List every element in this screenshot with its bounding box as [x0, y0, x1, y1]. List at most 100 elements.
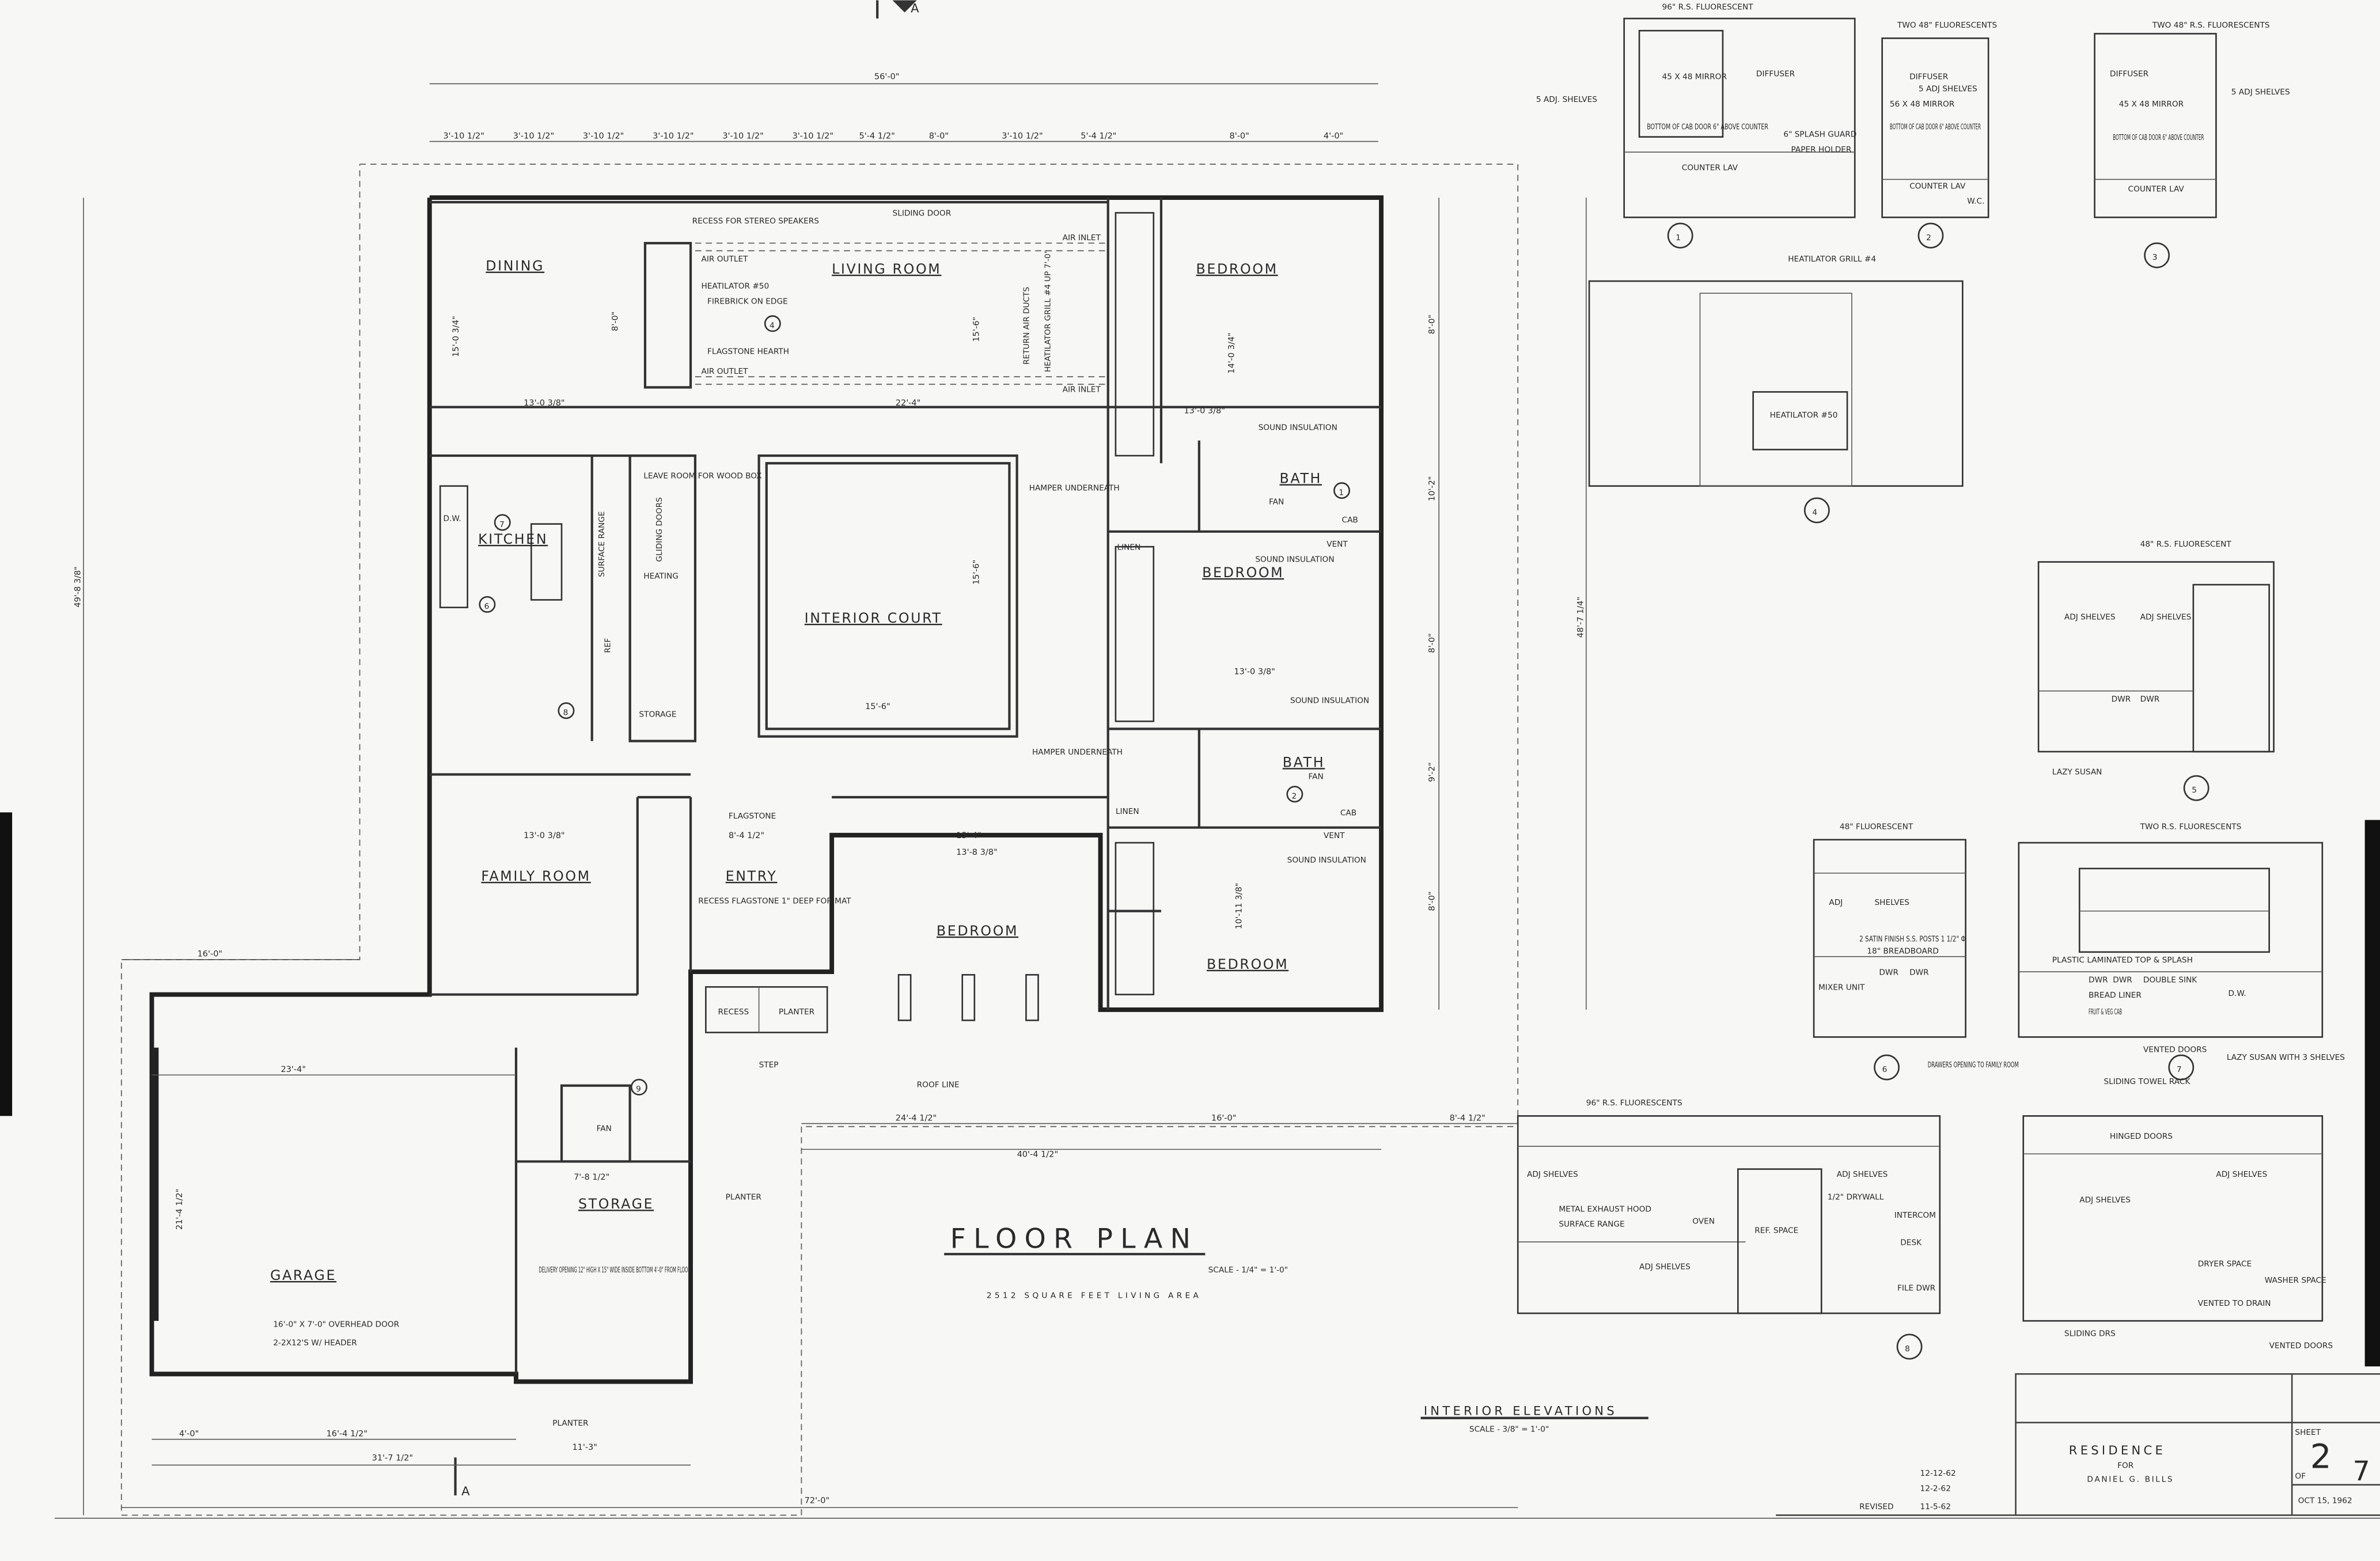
- drawing-label: DRYER SPACE: [2198, 1259, 2252, 1268]
- note-vent: VENT: [1327, 540, 1348, 549]
- elevation-7: 7 TWO R.S. FLUORESCENTS PLASTIC LAMINATE…: [2018, 822, 2345, 1086]
- room-storage-2: STORAGE: [639, 710, 676, 719]
- note-cab: CAB: [1340, 809, 1356, 818]
- svg-text:8: 8: [563, 708, 569, 718]
- elevation-marker-2: 2: [1286, 786, 1303, 803]
- note-woodbox: LEAVE ROOM FOR WOOD BOX: [643, 472, 761, 481]
- section-marker-top: A: [876, 0, 919, 19]
- elevation-marker-9: 9: [630, 1078, 647, 1096]
- elevation-9: HINGED DOORS ADJ SHELVES ADJ SHELVES DRY…: [2022, 1115, 2333, 1351]
- drawing-label: DWR: [2140, 695, 2160, 704]
- dim-garage-depth: 21'-4 1/2": [175, 1189, 184, 1230]
- drawing-label: 3'-10 1/2": [1002, 131, 1043, 141]
- drawing-label: ADJ SHELVES: [1837, 1170, 1888, 1179]
- dim-bottom-b: 16'-4 1/2": [327, 1429, 367, 1438]
- drawing-label: 1: [1676, 233, 1681, 243]
- drawing-label: ADJ SHELVES: [1527, 1170, 1578, 1179]
- elevation-3: 3 TWO 48" R.S. FLUORESCENTS DIFFUSER 45 …: [2094, 21, 2290, 268]
- svg-text:2: 2: [1292, 792, 1297, 801]
- drawing-label: VENTED DOORS: [2269, 1342, 2333, 1351]
- dim-garage-top: 16'-0": [198, 950, 223, 959]
- drawing-label: COUNTER LAV: [1909, 181, 1966, 191]
- note-sound-insulation: SOUND INSULATION: [1287, 855, 1366, 865]
- drawing-label: 3'-10 1/2": [443, 131, 484, 141]
- dim-bottom-d: 4'-0": [179, 1429, 199, 1438]
- drawing-label: W.C.: [1967, 197, 1984, 206]
- drawing-label: 3'-10 1/2": [653, 131, 693, 141]
- dim-bed1-w: 13'-0 3/8": [1184, 406, 1225, 415]
- drawing-label: 2: [1926, 233, 1931, 243]
- note-sound-insulation: SOUND INSULATION: [1255, 555, 1334, 564]
- dim-bed4-d: 10'-11 3/8": [1235, 883, 1244, 930]
- elevation-4: 4 HEATILATOR GRILL #4 HEATILATOR #50: [1588, 255, 1964, 524]
- note-grill: HEATILATOR GRILL #4 UP 7'-0": [1044, 250, 1053, 372]
- drawing-label: PLASTIC LAMINATED TOP & SPLASH: [2052, 956, 2193, 965]
- dim-bottom-c: 11'-3": [572, 1443, 597, 1452]
- drawing-label: DIFFUSER: [2110, 69, 2149, 78]
- drawing-label: SLIDING DRS: [2064, 1329, 2116, 1338]
- dim-bed2-w: 13'-0 3/8": [1234, 668, 1275, 677]
- dim-right-a: 8'-0": [1427, 315, 1437, 334]
- drawing-label: WASHER SPACE: [2265, 1276, 2326, 1285]
- drawing-label: SURFACE RANGE: [1559, 1220, 1624, 1229]
- drawing-label: REF. SPACE: [1754, 1226, 1798, 1235]
- elevations-scale: SCALE - 3/8" = 1'-0": [1469, 1425, 1549, 1434]
- drawing-label: METAL EXHAUST HOOD: [1559, 1204, 1651, 1214]
- note-dw: D.W.: [443, 514, 461, 523]
- drawing-label: 45 X 48 MIRROR: [1662, 73, 1727, 82]
- revision-date: 12-2-62: [1920, 1484, 1951, 1493]
- drawing-label: 5'-4 1/2": [859, 131, 895, 141]
- note-hearth: FLAGSTONE HEARTH: [707, 347, 789, 357]
- drawing-label: PAPER HOLDER: [1791, 145, 1852, 154]
- dim-overall-top: 56'-0": [874, 73, 900, 82]
- note-stereo: RECESS FOR STEREO SPEAKERS: [692, 217, 819, 226]
- note-planter: PLANTER: [552, 1419, 589, 1428]
- sheet-of-label: OF: [2295, 1472, 2306, 1481]
- dim-roof-b: 24'-4 1/2": [896, 1113, 937, 1123]
- note-vent: VENT: [1324, 831, 1345, 840]
- drawing-label: SHELVES: [1874, 898, 1909, 907]
- elevation-5: 5 48" R.S. FLUORESCENT ADJ SHELVES ADJ S…: [2037, 540, 2275, 801]
- note-firebrick: FIREBRICK ON EDGE: [707, 297, 788, 306]
- fireplace: [643, 242, 692, 389]
- room-garage: GARAGE: [270, 1267, 336, 1283]
- elevation-6: 6 48" FLUORESCENT ADJ SHELVES 2 SATIN FI…: [1813, 822, 2019, 1081]
- dim-living-w: 22'-4": [896, 399, 921, 408]
- room-bedroom-3: BEDROOM: [937, 923, 1018, 939]
- drawing-label: 1/2" DRYWALL: [1828, 1192, 1884, 1202]
- drawing-label: VENTED TO DRAIN: [2198, 1299, 2271, 1308]
- drawing-label: 6: [1882, 1065, 1888, 1074]
- revision-date: 12-12-62: [1920, 1469, 1956, 1478]
- note-fan: FAN: [1309, 772, 1324, 781]
- drawing-label: HEATILATOR #50: [1770, 411, 1838, 420]
- dim-court-d: 15'-6": [972, 560, 981, 585]
- drawing-label: DWR: [2089, 975, 2108, 984]
- drawing-label: 56 X 48 MIRROR: [1890, 100, 1955, 109]
- note-air-inlet: AIR INLET: [1063, 385, 1101, 394]
- drawing-label: 3'-10 1/2": [793, 131, 833, 141]
- floor-plan-area: 2512 SQUARE FEET LIVING AREA: [987, 1291, 1202, 1301]
- elevation-marker-1: 1: [1333, 482, 1351, 499]
- drawing-label: COUNTER LAV: [1682, 164, 1738, 173]
- room-bedroom-4: BEDROOM: [1207, 956, 1288, 972]
- drawing-label: 2 SATIN FINISH S.S. POSTS 1 1/2" Φ: [1859, 934, 1965, 944]
- room-bedroom-2: BEDROOM: [1202, 564, 1284, 581]
- drawing-label: DIFFUSER: [1756, 69, 1795, 78]
- dim-bottom-a: 31'-7 1/2": [372, 1454, 413, 1463]
- note-recess-mat: RECESS FLAGSTONE 1" DEEP FOR MAT: [698, 896, 851, 905]
- project-for: FOR: [2117, 1461, 2134, 1471]
- floor-plan-title: FLOOR PLAN: [950, 1223, 1198, 1255]
- drawing-label: DOUBLE SINK: [2143, 975, 2197, 984]
- dim-overall-left: 49'-8 3/8": [74, 566, 83, 607]
- elevation-8: 8 96" R.S. FLUORESCENTS ADJ SHELVES META…: [1517, 1098, 1941, 1360]
- dim-right-e: 8'-0": [1427, 891, 1437, 911]
- drawing-label: OVEN: [1692, 1217, 1715, 1226]
- room-bedroom-1: BEDROOM: [1196, 261, 1278, 277]
- drawing-label: 8: [1905, 1344, 1910, 1354]
- drawing-label: A: [461, 1484, 473, 1498]
- drawing-label: 48" R.S. FLUORESCENT: [2140, 540, 2232, 549]
- drawing-label: ADJ SHELVES: [1639, 1263, 1691, 1272]
- dim-roof-c: 16'-0": [1211, 1113, 1237, 1123]
- note-hamper: HAMPER UNDERNEATH: [1029, 484, 1120, 493]
- drawing-label: ADJ SHELVES: [2216, 1170, 2267, 1179]
